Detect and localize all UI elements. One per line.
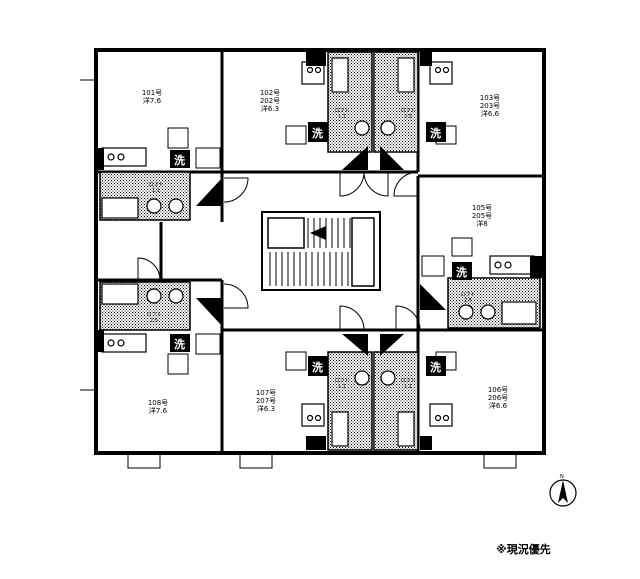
room-label-r106-0: 106号 <box>488 386 508 394</box>
loft-labels: ロフト1.1ロフト1.1ロフト2.5ロフト2.5ロフト1.1ロフト1.1ロフト2… <box>146 108 475 390</box>
room-label-r103-1: 203号 <box>480 102 500 110</box>
room-label-r105-2: 洋8 <box>476 219 487 228</box>
door-swings <box>80 79 517 469</box>
outer-wall <box>94 48 546 455</box>
wash-label-7: 洗 <box>456 265 467 279</box>
room-label-r105-1: 205号 <box>472 212 492 220</box>
columns <box>96 52 542 450</box>
stairwell <box>261 211 381 291</box>
wash-label-2: 洗 <box>174 337 185 351</box>
room-label-r103-2: 洋6.6 <box>481 109 500 118</box>
room-label-r101-0: 101号 <box>142 89 162 97</box>
loft-label-4-0: ロフト <box>334 378 349 384</box>
loft-label-5-0: ロフト <box>400 378 415 384</box>
room-label-r101-1: 洋7.6 <box>143 96 162 105</box>
loft-label-3-0: ロフト <box>146 312 161 318</box>
north-compass-icon <box>549 479 577 507</box>
wash-label-6: 洗 <box>430 360 441 374</box>
room-label-r108-0: 108号 <box>148 399 168 407</box>
wash-label-1: 洗 <box>174 153 185 167</box>
compass-north-label: N <box>560 474 564 480</box>
room-label-r105-0: 105号 <box>472 204 492 212</box>
bath-fixtures <box>101 57 537 447</box>
loft-label-4-1: 1.1 <box>338 384 346 390</box>
wash-label-5: 洗 <box>312 360 323 374</box>
room-label-r103-0: 103号 <box>480 94 500 102</box>
room-label-r107-2: 洋6.3 <box>257 404 275 413</box>
note-current-condition-priority: ※現況優先 <box>496 543 551 556</box>
room-label-r108-1: 洋7.6 <box>149 406 168 415</box>
stair-triangles <box>196 146 446 356</box>
room-label-r107-0: 107号 <box>256 389 276 397</box>
loft-label-2-0: ロフト <box>400 108 415 114</box>
loft-label-0-0: ロフト <box>148 182 163 188</box>
room-label-r102-2: 洋6.3 <box>261 104 279 113</box>
room-label-r106-2: 洋6.6 <box>489 401 508 410</box>
room-label-r102-1: 202号 <box>260 97 280 105</box>
loft-label-5-1: 1.1 <box>404 384 412 390</box>
loft-label-1-0: ロフト <box>334 108 349 114</box>
wash-label-4: 洗 <box>430 126 441 140</box>
loft-ladders <box>167 125 473 375</box>
room-label-r102-0: 102号 <box>260 89 280 97</box>
room-label-r106-1: 206号 <box>488 394 508 402</box>
loft-label-6-1: 2.5 <box>464 298 472 304</box>
loft-label-3-1: 2.5 <box>150 318 158 324</box>
room-label-r107-1: 207号 <box>256 397 276 405</box>
wash-label-3: 洗 <box>312 126 323 140</box>
loft-label-0-1: 1.1 <box>152 188 160 194</box>
loft-label-6-0: ロフト <box>460 292 475 298</box>
loft-label-1-1: 1.1 <box>338 114 346 120</box>
washer-spaces <box>170 122 472 376</box>
loft-label-2-1: 2.5 <box>404 114 412 120</box>
room-labels: 101号洋7.6102号202号洋6.3103号203号洋6.6105号205号… <box>142 89 508 415</box>
